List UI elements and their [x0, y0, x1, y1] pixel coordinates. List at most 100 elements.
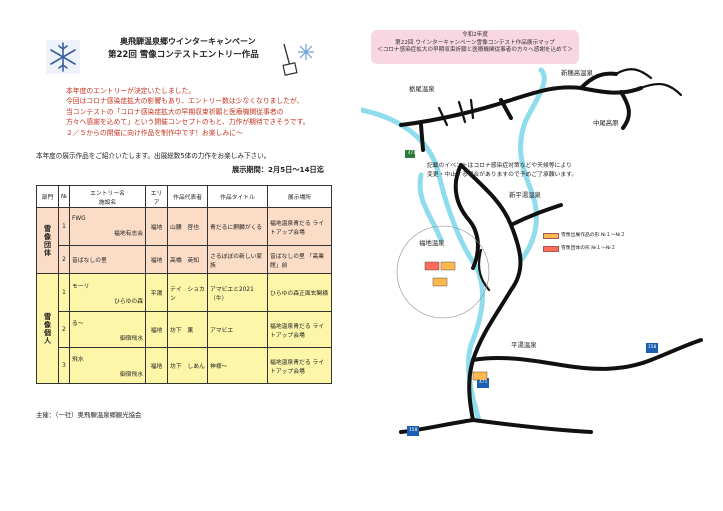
- section-org: 雪像団体: [36, 207, 59, 274]
- organizer-text: 主催：（一社）奥飛騨温泉郷観光協会: [36, 411, 142, 419]
- facility-name: 御宿飛水: [119, 335, 144, 342]
- rep-cell: 坊下 しあん: [167, 347, 209, 384]
- map-notice: 記載のイベントはコロナ感染症対策などや天候等により 変更・中止する場合があります…: [427, 162, 707, 179]
- entry-cell: る～ 御宿飛水: [69, 311, 147, 348]
- area-map: [361, 67, 703, 436]
- snow-shovel-icon: [282, 43, 314, 76]
- entry-name: FWG: [72, 216, 86, 222]
- place-cell: ひらゆの森正面玄関横: [267, 273, 332, 312]
- entry-cell: 飛水 御宿飛水: [69, 347, 147, 384]
- table-row: 雪像団体 1 FWG 福地有志会 福地 山腰 啓也 青だるに麒麟がくる 福地温泉…: [36, 207, 332, 274]
- map-page: 令和2年度 第22回 ウインターキャンペーン雪像コンテスト作品展示マップ ＜コロ…: [361, 0, 723, 511]
- table-row: 雪像個人 1 モーリ ひらゆの森 平湯 テイ ショカン アマビエと2021（牛）…: [36, 273, 332, 384]
- entry-name: る～: [72, 320, 84, 327]
- header-title: 作品タイトル: [207, 185, 269, 208]
- legend-individual: 雪像出展作品の形 №１～№２: [543, 232, 625, 239]
- entry-name: 昔ばなしの里: [72, 258, 107, 264]
- announcement-line: 当コンテストの「コロナ感染症拡大の早期収束祈願と医療機関従事者の: [66, 107, 284, 116]
- announcement-line: 方々へ感謝を込めて」という開催コンセプトのもと、力作が期待できそうです。: [66, 118, 310, 127]
- announcement-text: 本年度のエントリーが決定いたしました。 今回はコロナ感染症拡大の影響もあり、エン…: [66, 86, 346, 138]
- area-cell: 平湯: [145, 273, 169, 312]
- entry-name: モーリ: [72, 283, 90, 290]
- label-hirayu: 平湯温泉: [511, 341, 537, 349]
- legend-org-label: 雪像団体の形 №１～№２: [561, 246, 616, 251]
- announcement-line: 今回はコロナ感染症拡大の影響もあり、エントリー数は少なくなりましたが、: [66, 97, 304, 106]
- legend-individual-swatch: [543, 232, 559, 239]
- table-header-row: 部門 № エントリー名 施設名 エリア 作品代表者 作品タイトル 展示場所: [36, 185, 332, 208]
- header-entry: エントリー名 施設名: [69, 185, 147, 208]
- title-cell: アマビエと2021（牛）: [207, 273, 269, 312]
- table-row: 2 る～ 御宿飛水 福地 坊下 薫 アマビエ 福地温泉青だる ライトアップ会場: [36, 311, 332, 348]
- route-number-158: 158: [648, 345, 657, 350]
- place-cell: 福地温泉青だる ライトアップ会場: [267, 207, 332, 246]
- entry-cell: FWG 福地有志会: [69, 207, 147, 246]
- title-cell: アマビエ: [207, 311, 269, 348]
- label-nakao-kogen: 中尾高原: [593, 119, 619, 127]
- header-area: エリア: [145, 185, 169, 208]
- road: [437, 68, 683, 292]
- legend-org: 雪像団体の形 №１～№２: [543, 245, 625, 252]
- route-number-158-b: 158: [409, 428, 418, 433]
- label-shinhirayu: 新平湯温泉: [509, 191, 541, 199]
- map-notice-line: 変更・中止する場合がありますので予めご了承願います。: [427, 171, 578, 178]
- legend-org-swatch: [543, 245, 559, 252]
- facility-name: 御宿飛水: [119, 371, 144, 378]
- map-title-box: 令和2年度 第22回 ウインターキャンペーン雪像コンテスト作品展示マップ ＜コロ…: [371, 30, 579, 64]
- title-cell: 神様～: [207, 347, 269, 384]
- area-cell: 福地: [145, 207, 169, 246]
- header-rep: 作品代表者: [167, 185, 209, 208]
- exhibition-period: 展示期間：2月5日～14日迄: [232, 165, 324, 174]
- row-no: 2: [57, 311, 71, 348]
- place-cell: 福地温泉青だる ライトアップ会場: [267, 311, 332, 348]
- header-place: 展示場所: [267, 185, 332, 208]
- announcement-line: 本年度のエントリーが決定いたしました。: [66, 87, 196, 95]
- map-title-main: 第22回 ウインターキャンペーン雪像コンテスト作品展示マップ: [395, 39, 555, 46]
- fukuji-area-circle: [396, 225, 490, 319]
- area-cell: 福地: [145, 311, 169, 348]
- intro-text: 本年度の展示作品をご紹介いたします。出展総数5体の力作をお楽しみ下さい。: [36, 152, 271, 160]
- snowflake-icon: [46, 40, 80, 74]
- header-facility: 施設名: [98, 199, 117, 206]
- header-no: №: [57, 185, 71, 208]
- facility-name: ひらゆの森: [114, 298, 144, 305]
- map-notice-line: 記載のイベントはコロナ感染症対策などや天候等により: [427, 163, 572, 169]
- row-no: 2: [57, 245, 71, 274]
- route-number-471-top: 471: [408, 150, 416, 155]
- route-shield: [405, 150, 658, 436]
- label-fukuji: 福地温泉: [419, 239, 445, 247]
- header-entry-name: エントリー名: [90, 190, 125, 197]
- entry-cell: モーリ ひらゆの森: [69, 273, 147, 312]
- area-cell: 福地: [145, 347, 169, 384]
- place-cell: 福地温泉青だる ライトアップ会場: [267, 347, 332, 384]
- exhibit-marker: [424, 261, 488, 381]
- legend-individual-label: 雪像出展作品の形 №１～№２: [561, 233, 626, 238]
- rep-cell: 山腰 啓也: [167, 207, 209, 246]
- page-title: 第22回 雪像コンテストエントリー作品: [108, 50, 259, 60]
- header-section: 部門: [36, 185, 59, 208]
- road: [399, 71, 703, 434]
- map-legend: 雪像出展作品の形 №１～№２ 雪像団体の形 №１～№２: [543, 232, 625, 252]
- entry-cell: 昔ばなしの里: [69, 245, 147, 274]
- row-no: 3: [57, 347, 71, 384]
- section-individual: 雪像個人: [36, 273, 59, 384]
- title-cell: さるぼぼの新しい家族: [207, 245, 269, 274]
- campaign-title: 奥飛騨温泉郷ウインターキャンペーン: [120, 37, 256, 46]
- route-number-471: 471: [479, 380, 488, 385]
- map-title-sub: ＜コロナ感染症拡大の早期収束祈願と医療機関従事者の方々へ感謝を込めて＞: [377, 47, 573, 54]
- table-row: 3 飛水 御宿飛水 福地 坊下 しあん 神様～ 福地温泉青だる ライトアップ会場: [36, 347, 332, 384]
- entries-table: 部門 № エントリー名 施設名 エリア 作品代表者 作品タイトル 展示場所 雪像…: [36, 185, 332, 384]
- row-no: 1: [57, 207, 71, 246]
- rep-cell: テイ ショカン: [167, 273, 209, 312]
- row-no: 1: [57, 273, 71, 312]
- map-title-year: 令和2年度: [462, 32, 488, 38]
- facility-name: 福地有志会: [114, 231, 144, 237]
- table-row: 2 昔ばなしの里 福地 高橋 英知 さるぼぼの新しい家族 昔ばなしの里 「高業館…: [36, 245, 332, 274]
- label-shinhotaka: 新穂高温泉: [561, 69, 593, 77]
- left-page: 奥飛騨温泉郷ウインターキャンペーン 第22回 雪像コンテストエントリー作品 本年…: [0, 0, 361, 511]
- entry-name: 飛水: [72, 356, 84, 363]
- area-cell: 福地: [145, 245, 169, 274]
- label-tochio: 栃尾温泉: [409, 85, 435, 93]
- announcement-line: ２／５からの開催に向け作品を制作中です！お楽しみに～: [66, 128, 243, 137]
- rep-cell: 坊下 薫: [167, 311, 209, 348]
- title-cell: 青だるに麒麟がくる: [207, 207, 269, 246]
